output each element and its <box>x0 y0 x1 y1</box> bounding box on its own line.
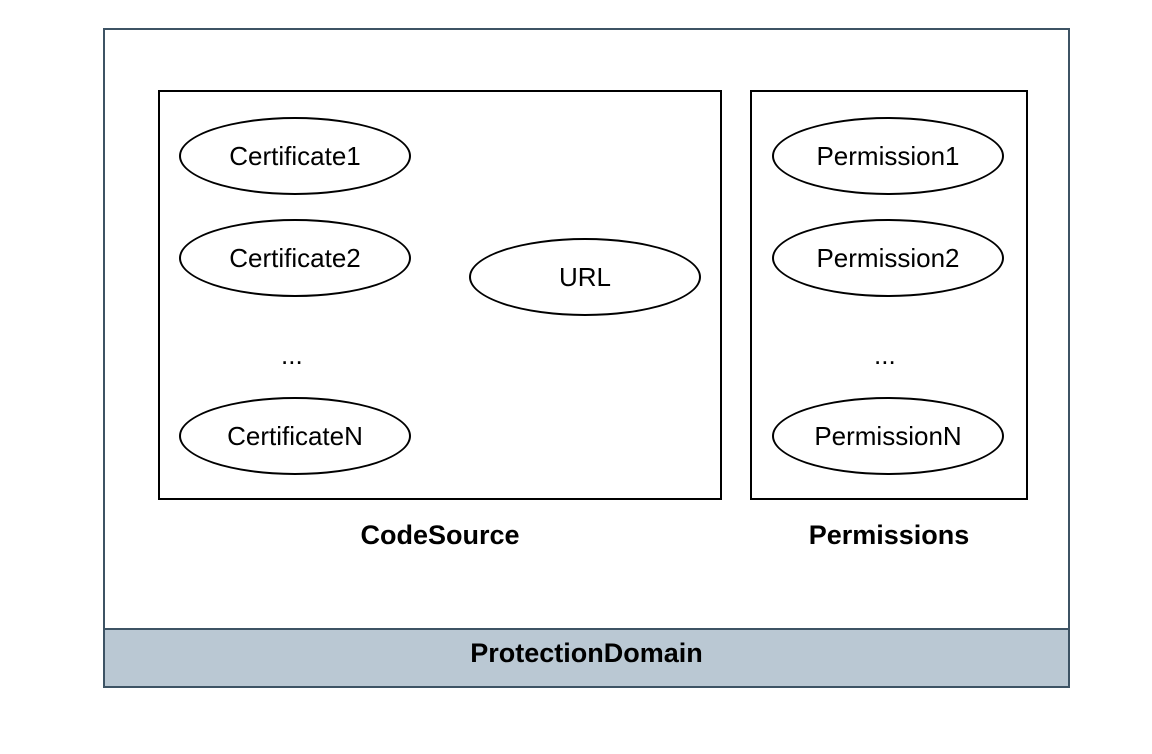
certificate-n-node: CertificateN <box>179 397 411 475</box>
protection-domain-label: ProtectionDomain <box>470 637 703 668</box>
certificate-2-node: Certificate2 <box>179 219 411 297</box>
permission-1-node: Permission1 <box>772 117 1004 195</box>
permission-ellipsis: ... <box>874 340 896 370</box>
protection-domain-band: ProtectionDomain <box>105 628 1068 686</box>
permission-2-node: Permission2 <box>772 219 1004 297</box>
permissions-caption: Permissions <box>808 520 970 550</box>
permission-n-node: PermissionN <box>772 397 1004 475</box>
certificate-1-node: Certificate1 <box>179 117 411 195</box>
certificate-ellipsis: ... <box>281 340 303 370</box>
url-node: URL <box>469 238 701 316</box>
codesource-caption: CodeSource <box>360 520 520 550</box>
